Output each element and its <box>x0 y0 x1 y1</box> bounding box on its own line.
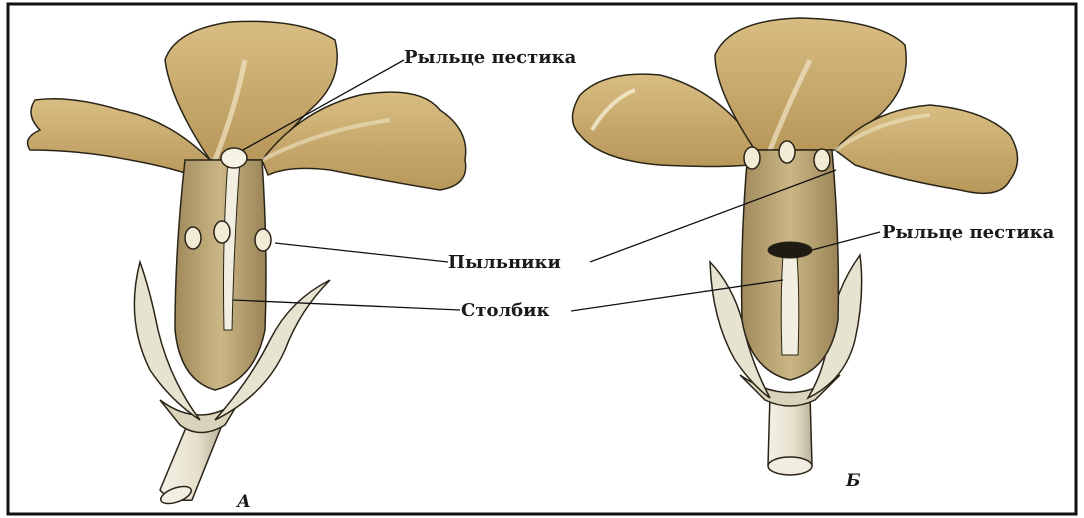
flower-b-stem-cut <box>768 457 812 475</box>
label-anthers: Пыльники <box>448 252 561 273</box>
label-stigma-b: Рыльце пестика <box>882 222 1055 243</box>
flower-b-stigma <box>768 242 812 258</box>
flower-a-corolla-tube <box>175 160 266 390</box>
flower-b-style <box>781 255 799 355</box>
label-style: Столбик <box>461 300 550 321</box>
figure-tag-a: А <box>235 492 251 512</box>
label-stigma-a: Рыльце пестика <box>404 47 577 68</box>
figure-tag-b: Б <box>845 471 861 491</box>
flower-a-stigma <box>221 148 247 168</box>
flower-b: Б <box>573 18 1018 491</box>
flower-a: А <box>28 21 466 512</box>
